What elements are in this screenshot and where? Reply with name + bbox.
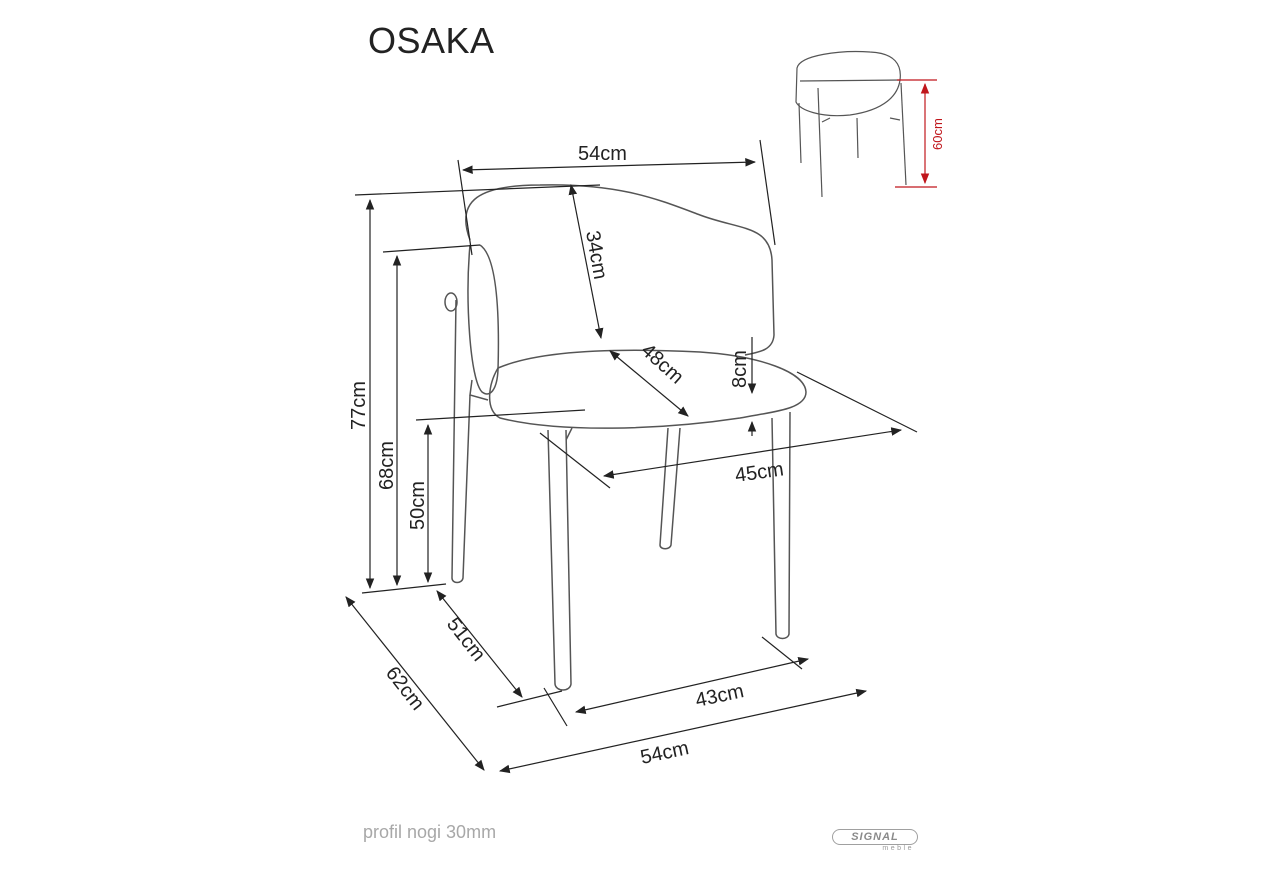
brand-name: SIGNAL (832, 829, 918, 845)
dimension-lines (345, 139, 918, 774)
leg-profile-note: profil nogi 30mm (363, 822, 497, 842)
label-total-depth: 62cm (381, 663, 428, 715)
product-title: OSAKA (368, 20, 495, 61)
label-leg-width: 43cm (693, 680, 745, 712)
label-armrest-height: 60cm (930, 118, 945, 150)
label-backrest-width: 54cm (578, 143, 627, 165)
label-seat-height: 50cm (407, 481, 429, 530)
label-backrest-height: 34cm (581, 229, 611, 281)
brand-logo: SIGNAL meble (832, 829, 920, 857)
rear-view-thumbnail (795, 51, 907, 198)
label-total-height: 77cm (348, 381, 370, 430)
armrest-height-dimension (895, 79, 937, 188)
brand-subtitle: meble (882, 845, 914, 852)
chair-outline (444, 184, 807, 691)
label-seat-depth: 48cm (637, 339, 688, 388)
label-back-height: 68cm (376, 441, 398, 490)
label-leg-depth: 51cm (442, 614, 489, 666)
label-base-width: 54cm (638, 737, 690, 769)
label-seat-width: 45cm (734, 458, 785, 487)
label-seat-thickness: 8cm (729, 350, 751, 388)
